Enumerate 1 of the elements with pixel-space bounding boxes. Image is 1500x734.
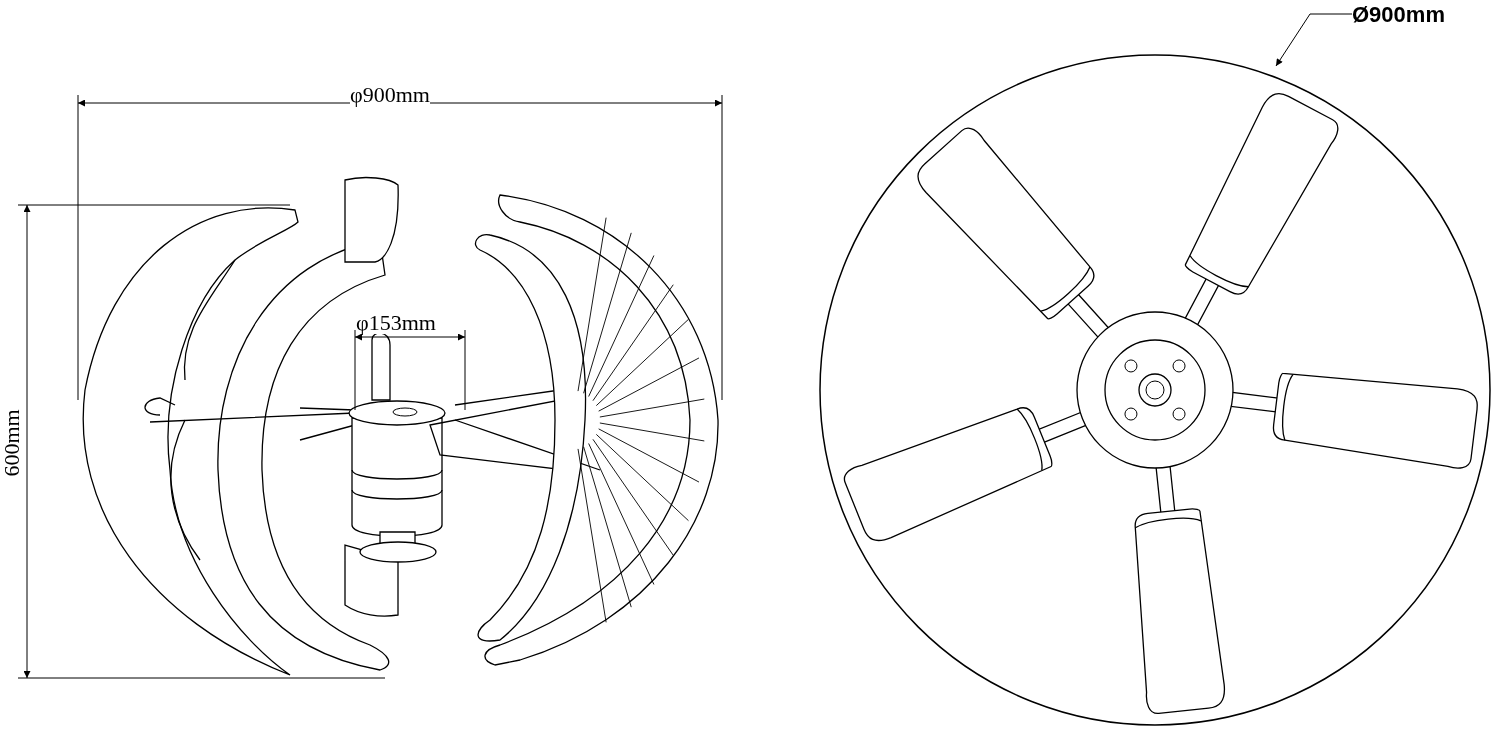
dimension-label: Ø900mm xyxy=(1352,4,1445,26)
